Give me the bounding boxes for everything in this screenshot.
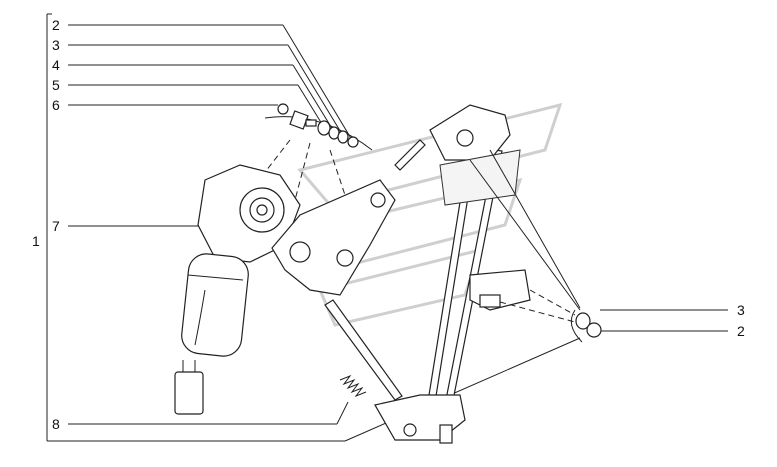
lower-slider <box>374 394 466 444</box>
electric-motor <box>174 164 301 415</box>
callout-2-right: 2 <box>737 323 745 339</box>
fastener-group-right <box>570 309 602 343</box>
upper-slider <box>429 104 521 206</box>
callout-labels: 2 3 4 5 6 1 7 8 3 2 <box>32 17 745 432</box>
group-bracket <box>46 13 345 442</box>
mounting-bracket <box>469 149 581 323</box>
leader-lines <box>68 24 728 442</box>
callout-5: 5 <box>52 77 60 93</box>
washer-part-3 <box>337 130 349 144</box>
callout-2: 2 <box>52 17 60 33</box>
callout-3: 3 <box>52 37 60 53</box>
callout-1: 1 <box>32 233 40 249</box>
callout-6: 6 <box>52 97 60 113</box>
callout-4: 4 <box>52 57 60 73</box>
spring-part-8 <box>339 374 367 398</box>
nut-part-2-right <box>586 322 602 338</box>
stud-shaft <box>305 119 317 127</box>
callout-8: 8 <box>52 416 60 432</box>
stud-part-6 <box>289 110 309 130</box>
washer-part-5 <box>317 120 331 136</box>
fastener-group-top <box>254 103 373 211</box>
washer-part-3-right <box>575 312 591 330</box>
nut-part-2 <box>347 136 359 148</box>
gearbox-bracket <box>271 179 396 296</box>
callout-3-right: 3 <box>737 302 745 318</box>
callout-7: 7 <box>52 218 60 234</box>
screw-part-6 <box>277 103 289 115</box>
